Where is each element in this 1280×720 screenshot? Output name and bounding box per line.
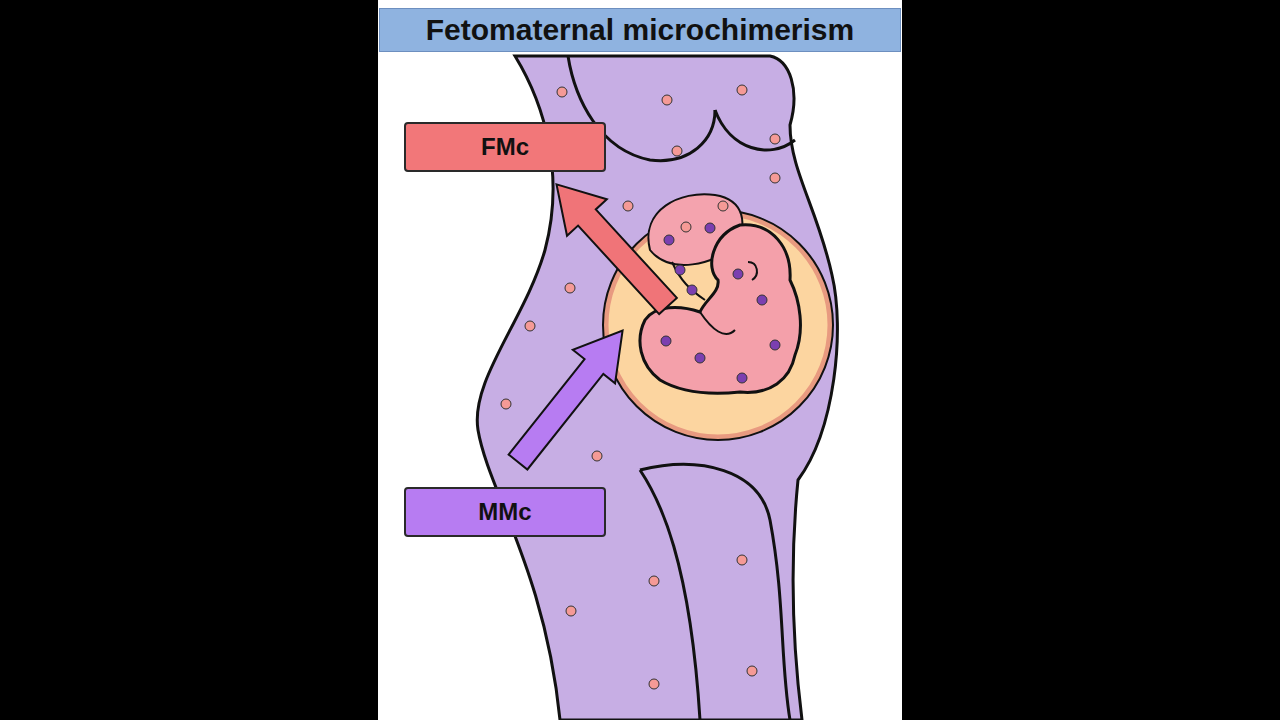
cell-dot (501, 399, 511, 409)
label-text: FMc (481, 133, 529, 161)
cell-dot (623, 201, 633, 211)
label-text: MMc (478, 498, 531, 526)
cell-dot (770, 134, 780, 144)
cell-dot (757, 295, 767, 305)
fmc-arrow (537, 166, 688, 324)
cell-dot (672, 146, 682, 156)
title-text: Fetomaternal microchimerism (426, 13, 854, 47)
cell-dot (661, 336, 671, 346)
cell-dot (733, 269, 743, 279)
thigh-line (640, 464, 790, 720)
cell-dot (770, 173, 780, 183)
title-bar: Fetomaternal microchimerism (379, 8, 901, 52)
cell-dot (592, 451, 602, 461)
fetus-ear (748, 262, 757, 280)
breast-line (715, 110, 795, 150)
cell-dot (566, 606, 576, 616)
cell-dot (737, 85, 747, 95)
fetus-limb (700, 312, 735, 334)
cell-dot (557, 87, 567, 97)
cell-dot (681, 222, 691, 232)
cell-dots (501, 85, 780, 689)
cell-dot (737, 555, 747, 565)
cell-dot (770, 340, 780, 350)
cell-dot (705, 223, 715, 233)
cell-dot (718, 201, 728, 211)
umbilical-cord (672, 262, 705, 300)
cell-dot (687, 285, 697, 295)
label-box: FMc (404, 122, 606, 172)
cell-dot (747, 666, 757, 676)
uterus-outline (603, 210, 833, 440)
mmc-arrow (497, 314, 644, 479)
cell-dot (565, 283, 575, 293)
cell-dot (649, 679, 659, 689)
thigh-line (640, 470, 700, 720)
cell-dot (695, 353, 705, 363)
cell-dot (649, 576, 659, 586)
cell-dot (664, 235, 674, 245)
panel (378, 0, 902, 720)
uterus (606, 213, 830, 437)
cell-dot (525, 321, 535, 331)
cell-dot (662, 95, 672, 105)
cell-dot (737, 373, 747, 383)
label-box: MMc (404, 487, 606, 537)
cell-dot (675, 265, 685, 275)
